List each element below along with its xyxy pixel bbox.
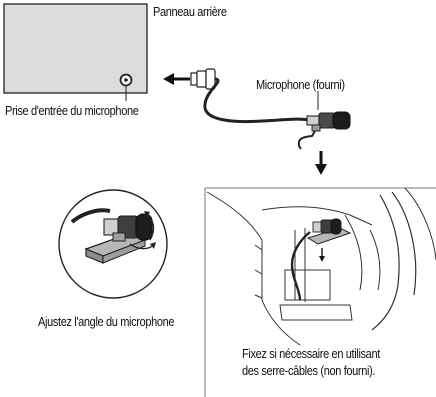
rear-panel [4,4,147,101]
rear-panel-label: Panneau arrière [153,4,227,20]
adjust-angle-label: Ajustez l'angle du microphone [38,314,174,330]
mounted-microphone [308,219,350,244]
cable-clamp-arrow [319,248,325,262]
angle-adjust-detail [59,190,167,298]
arrow-down-icon [315,151,327,175]
arrow-left-icon [163,73,190,85]
mic-input-jack-label: Prise d'entrée du microphone [5,103,138,119]
fix-note-line1: Fixez si nécessaire en utilisant [242,346,380,362]
mic-plug [191,69,215,89]
fix-note-line2: des serre-câbles (non fourni). [242,363,375,379]
microphone-icon [299,91,350,149]
mic-input-jack [121,75,132,86]
microphone-supplied-label: Microphone (fourni) [256,77,345,93]
